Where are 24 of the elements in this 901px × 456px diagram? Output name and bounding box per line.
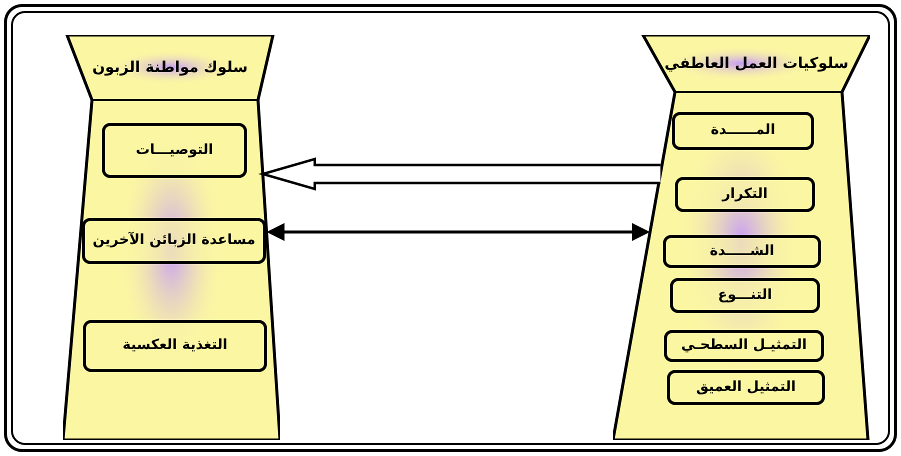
rounded-box [675, 177, 815, 212]
box-text: التنـــوع [718, 286, 772, 304]
double-arrow [266, 223, 650, 241]
rounded-box [664, 330, 824, 362]
rounded-box [663, 235, 821, 268]
heading-text: سلوك مواطنة الزبون [92, 58, 248, 77]
rounded-box [82, 218, 266, 264]
rounded-box [667, 370, 825, 405]
box-text: المــــــدة [710, 122, 776, 140]
box-text: التغذية العكسية [122, 337, 228, 355]
box-text: التمثيـل السطحـي [681, 337, 807, 355]
block-arrow [258, 157, 662, 191]
rounded-box [83, 320, 267, 372]
vase-shape [63, 35, 280, 440]
box-text: التمثيل العميق [696, 378, 796, 396]
rounded-box [670, 278, 820, 313]
box-text: الشـــــدة [710, 242, 774, 260]
rounded-box [102, 123, 247, 178]
box-text: التكرار [722, 186, 768, 204]
rounded-box [672, 112, 814, 150]
box-text: التوصيـــات [136, 142, 214, 160]
heading-text: سلوكيات العمل العاطفي [664, 54, 848, 73]
box-text: مساعدة الزبائن الآخرين [92, 232, 256, 250]
vase-shape [613, 35, 870, 440]
